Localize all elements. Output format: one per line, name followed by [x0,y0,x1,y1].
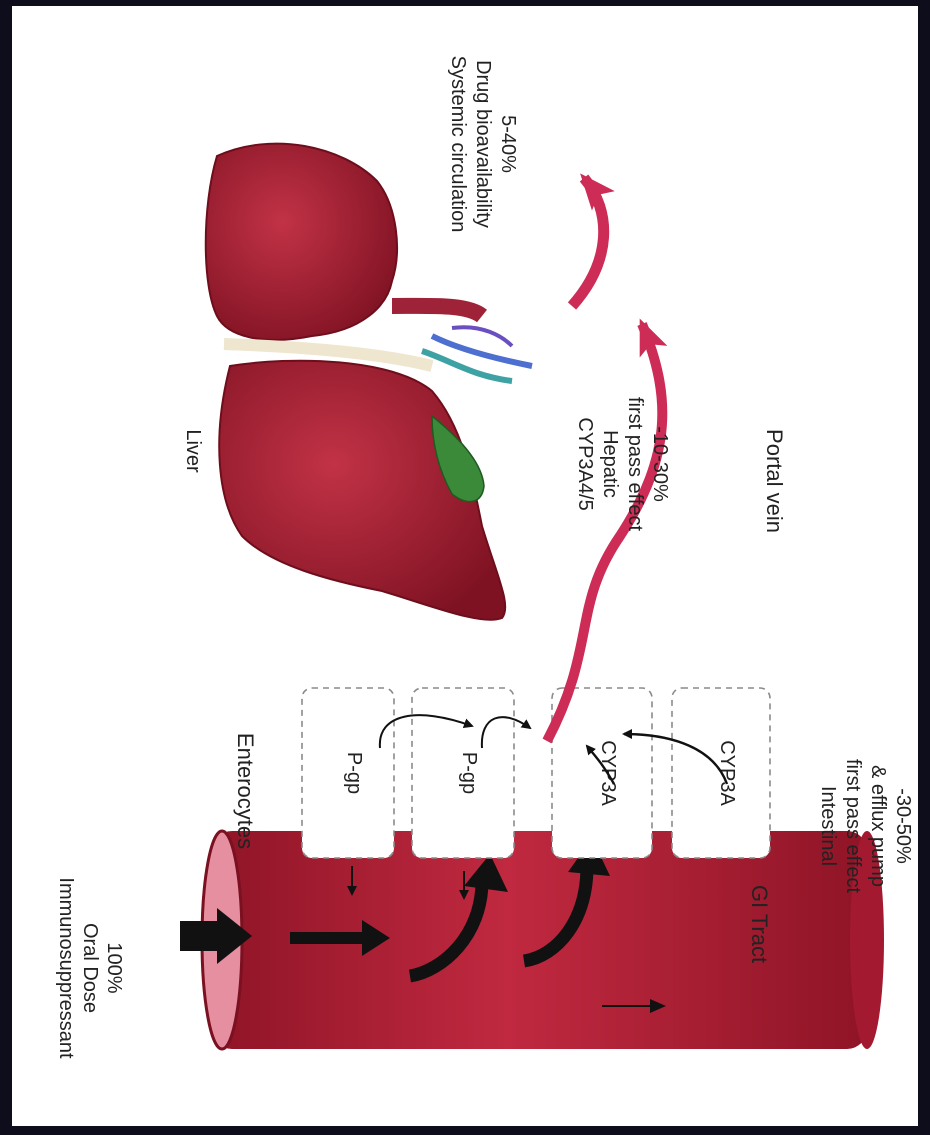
intestinal-line-2: first pass effect [842,759,864,894]
oral-dose-line-3: 100% [103,942,125,993]
hepatic-line-3: first pass effect [624,397,646,532]
diagram-panel: GI Tract P-gp P-gp CYP3A CYP3A [12,6,918,1126]
portal-vein-label: Portal vein [762,429,787,533]
pgp-label-1: P-gp [343,752,365,794]
gi-tract-label: GI Tract [747,885,772,963]
systemic-line-2: Drug bioavailability [472,60,494,228]
systemic-label: Systemic circulation Drug bioavailabilit… [447,56,519,233]
hepatic-line-4: -10-30% [649,426,671,502]
hepatic-label: CYP3A4/5 Hepatic first pass effect -10-3… [574,397,671,532]
liver-label: Liver [182,429,204,473]
pgp-label-2: P-gp [458,752,480,794]
intestinal-line-1: Intestinal [817,786,839,866]
portal-vein-arrow [547,324,662,741]
intestinal-line-4: -30-50% [892,788,914,864]
intestinal-line-3: & efflux pump [867,765,889,887]
drug-bioavailability-diagram: GI Tract P-gp P-gp CYP3A CYP3A [12,6,918,1126]
enterocytes-label: Enterocytes [233,733,258,849]
systemic-line-1: Systemic circulation [447,56,469,233]
systemic-circulation-arrow [572,178,604,306]
hepatic-line-2: Hepatic [599,430,621,498]
hepatic-line-1: CYP3A4/5 [574,417,596,510]
oral-dose-line-2: Oral Dose [79,923,101,1013]
cyp3a-label-2: CYP3A [716,740,738,806]
oral-dose-line-1: Immunosuppressant [55,877,77,1059]
systemic-line-3: 5-40% [497,115,519,173]
oral-dose-label: Immunosuppressant Oral Dose 100% [55,877,125,1059]
